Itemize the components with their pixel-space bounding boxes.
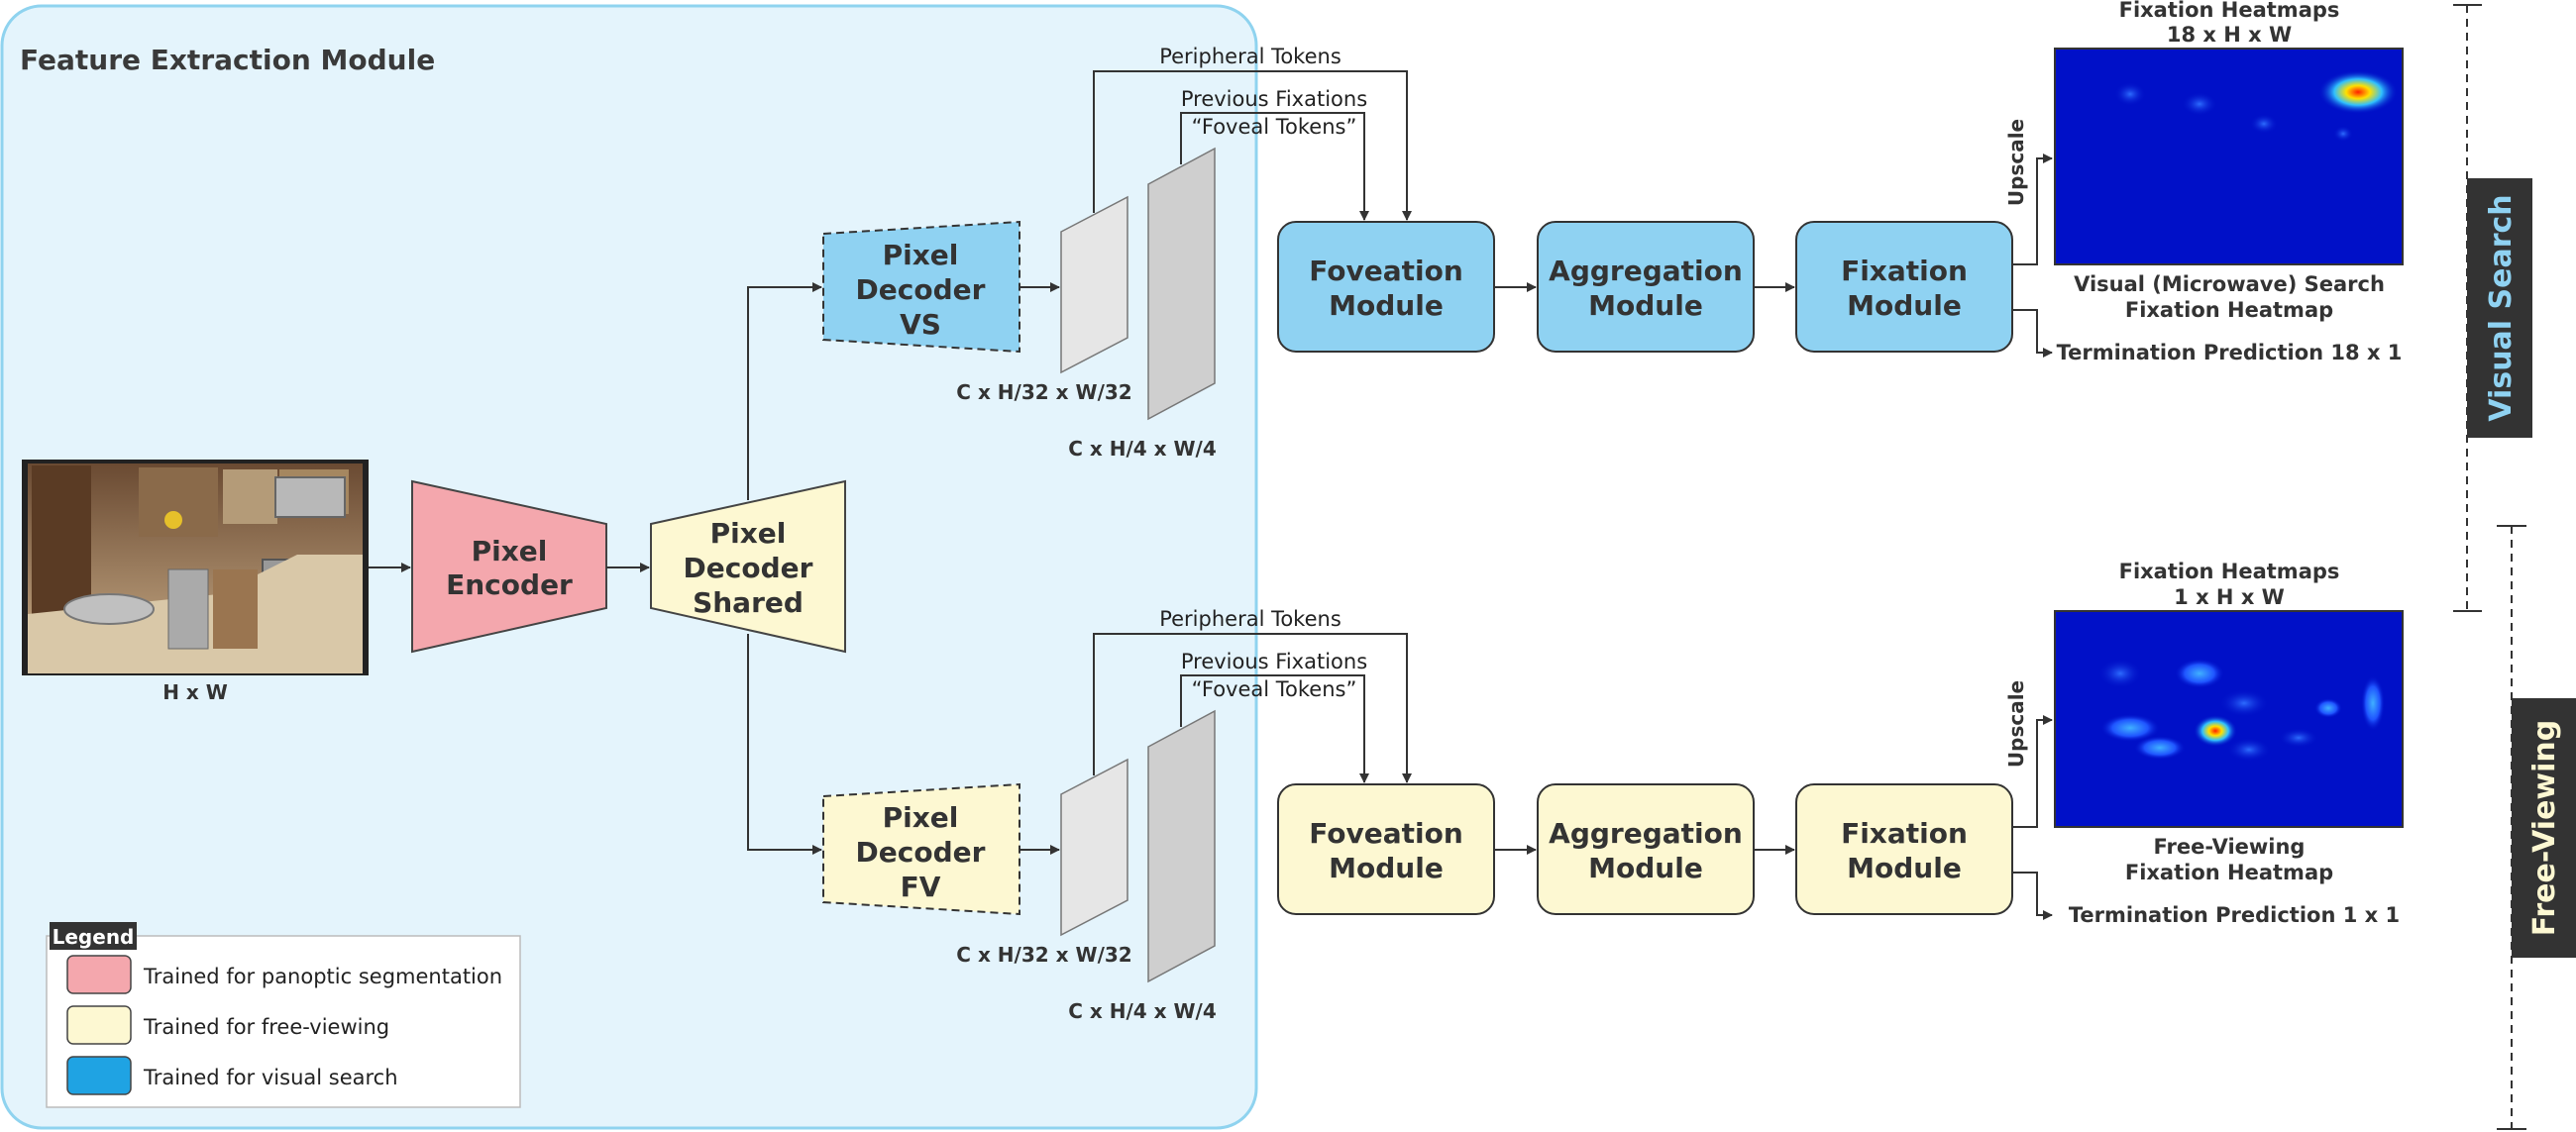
fv-feature-map-large: [1147, 709, 1216, 983]
vs-side-label: Visual Search: [2484, 194, 2519, 421]
legend-label-free-viewing: Trained for free-viewing: [143, 1015, 389, 1039]
vs-aggregation-line2: Module: [1588, 289, 1703, 322]
vs-foveal-token-arrow: [1180, 112, 1369, 221]
vs-heatmap-caption1: Visual (Microwave) Search: [2074, 272, 2385, 296]
vs-arrow-to-termination: [2012, 309, 2053, 358]
pixel-decoder-vs-line3: VS: [900, 308, 941, 341]
input-image: [22, 460, 369, 675]
fv-fixation-line1: Fixation: [1841, 817, 1968, 850]
fv-heatmap-image: [2054, 610, 2404, 828]
fv-upscale-label: Upscale: [2004, 680, 2028, 768]
vs-upscale-label: Upscale: [2004, 119, 2028, 206]
legend-title-bg: [50, 922, 137, 950]
vs-feat-small-label: C x H/32 x W/32: [956, 380, 1131, 404]
fv-fixation-module: [1795, 783, 2013, 915]
legend-swatch-panoptic: [66, 955, 132, 994]
vs-peripheral-label: Peripheral Tokens: [1159, 45, 1342, 68]
pixel-decoder-shared-line1: Pixel: [710, 517, 787, 550]
pixel-decoder-fv-line2: Decoder: [856, 836, 986, 869]
vs-heatmap-image: [2054, 48, 2404, 265]
fv-feat-large-label: C x H/4 x W/4: [1068, 999, 1217, 1023]
vs-heatmaps-title1: Fixation Heatmaps: [2119, 0, 2340, 22]
vs-fixation-line1: Fixation: [1841, 255, 1968, 287]
fv-arrow-to-termination: [2012, 872, 2053, 920]
fv-termination-label: Termination Prediction 1 x 1: [2069, 903, 2400, 927]
fv-aggregation-line2: Module: [1588, 852, 1703, 884]
vs-heatmap-caption2: Fixation Heatmap: [2125, 298, 2333, 322]
fv-heatmaps-title1: Fixation Heatmaps: [2119, 560, 2340, 583]
pixel-decoder-fv-line1: Pixel: [883, 801, 959, 834]
vs-heatmaps-title2: 18 x H x W: [2167, 23, 2292, 47]
fv-foveal-token-arrow: [1180, 674, 1369, 783]
fv-feature-map-small: [1060, 758, 1128, 937]
fv-fixation-line2: Module: [1847, 852, 1962, 884]
legend-swatch-visual-search: [66, 1056, 132, 1095]
vs-peripheral-token-arrow: [1093, 70, 1412, 221]
pixel-encoder-line2: Encoder: [446, 568, 573, 601]
pixel-decoder-vs-line2: Decoder: [856, 273, 986, 306]
legend: Legend Trained for panoptic segmentation…: [46, 922, 521, 1108]
vs-foveal-label: “Foveal Tokens”: [1192, 115, 1357, 139]
fv-foveal-label: “Foveal Tokens”: [1192, 677, 1357, 701]
pixel-decoder-fv-line3: FV: [901, 871, 941, 903]
vs-feature-map-small: [1060, 195, 1128, 374]
legend-title: Legend: [53, 925, 135, 949]
fv-foveation-line2: Module: [1329, 852, 1444, 884]
input-caption: H x W: [162, 680, 228, 704]
pixel-decoder-vs: [822, 220, 1020, 354]
vs-feature-map-large: [1147, 147, 1216, 421]
vs-aggregation-line1: Aggregation: [1549, 255, 1743, 287]
fv-previous-label: Previous Fixations: [1181, 650, 1367, 673]
vs-termination-label: Termination Prediction 18 x 1: [2057, 341, 2403, 364]
pixel-encoder-line1: Pixel: [472, 535, 548, 567]
vs-fixation-line2: Module: [1847, 289, 1962, 322]
vs-foveation-line1: Foveation: [1309, 255, 1463, 287]
fv-heatmap-caption1: Free-Viewing: [2154, 835, 2306, 859]
fv-foveation-line1: Foveation: [1309, 817, 1463, 850]
fv-peripheral-label: Peripheral Tokens: [1159, 607, 1342, 631]
pixel-decoder-shared-line2: Decoder: [684, 552, 813, 584]
pixel-encoder: [411, 479, 607, 654]
pixel-decoder-vs-line1: Pixel: [883, 239, 959, 271]
pixel-decoder-shared-line3: Shared: [693, 586, 804, 619]
vs-arrow-to-heatmap: [2012, 154, 2053, 265]
fv-aggregation-line1: Aggregation: [1549, 817, 1743, 850]
vs-side-label-bg: [2467, 178, 2532, 438]
legend-label-panoptic: Trained for panoptic segmentation: [143, 965, 502, 988]
arrow-shared-to-fv: [747, 634, 822, 855]
fv-peripheral-token-arrow: [1093, 633, 1412, 783]
legend-swatch-free-viewing: [66, 1005, 132, 1045]
vs-foveation-line2: Module: [1329, 289, 1444, 322]
fv-heatmap-caption2: Fixation Heatmap: [2125, 861, 2333, 884]
fv-heatmaps-title2: 1 x H x W: [2174, 585, 2285, 609]
arrow-shared-to-vs: [747, 282, 822, 500]
panel-title: Feature Extraction Module: [20, 44, 435, 76]
fv-side-label-bg: [2512, 698, 2576, 958]
legend-label-visual-search: Trained for visual search: [143, 1066, 398, 1089]
fv-side-label: Free-Viewing: [2527, 720, 2562, 936]
fv-arrow-to-heatmap: [2012, 715, 2053, 828]
fv-feat-small-label: C x H/32 x W/32: [956, 943, 1131, 967]
vs-fixation-module: [1795, 221, 2013, 353]
vs-feat-large-label: C x H/4 x W/4: [1068, 437, 1217, 461]
pixel-decoder-fv: [822, 782, 1020, 916]
vs-previous-label: Previous Fixations: [1181, 87, 1367, 111]
pixel-decoder-shared: [650, 479, 846, 654]
